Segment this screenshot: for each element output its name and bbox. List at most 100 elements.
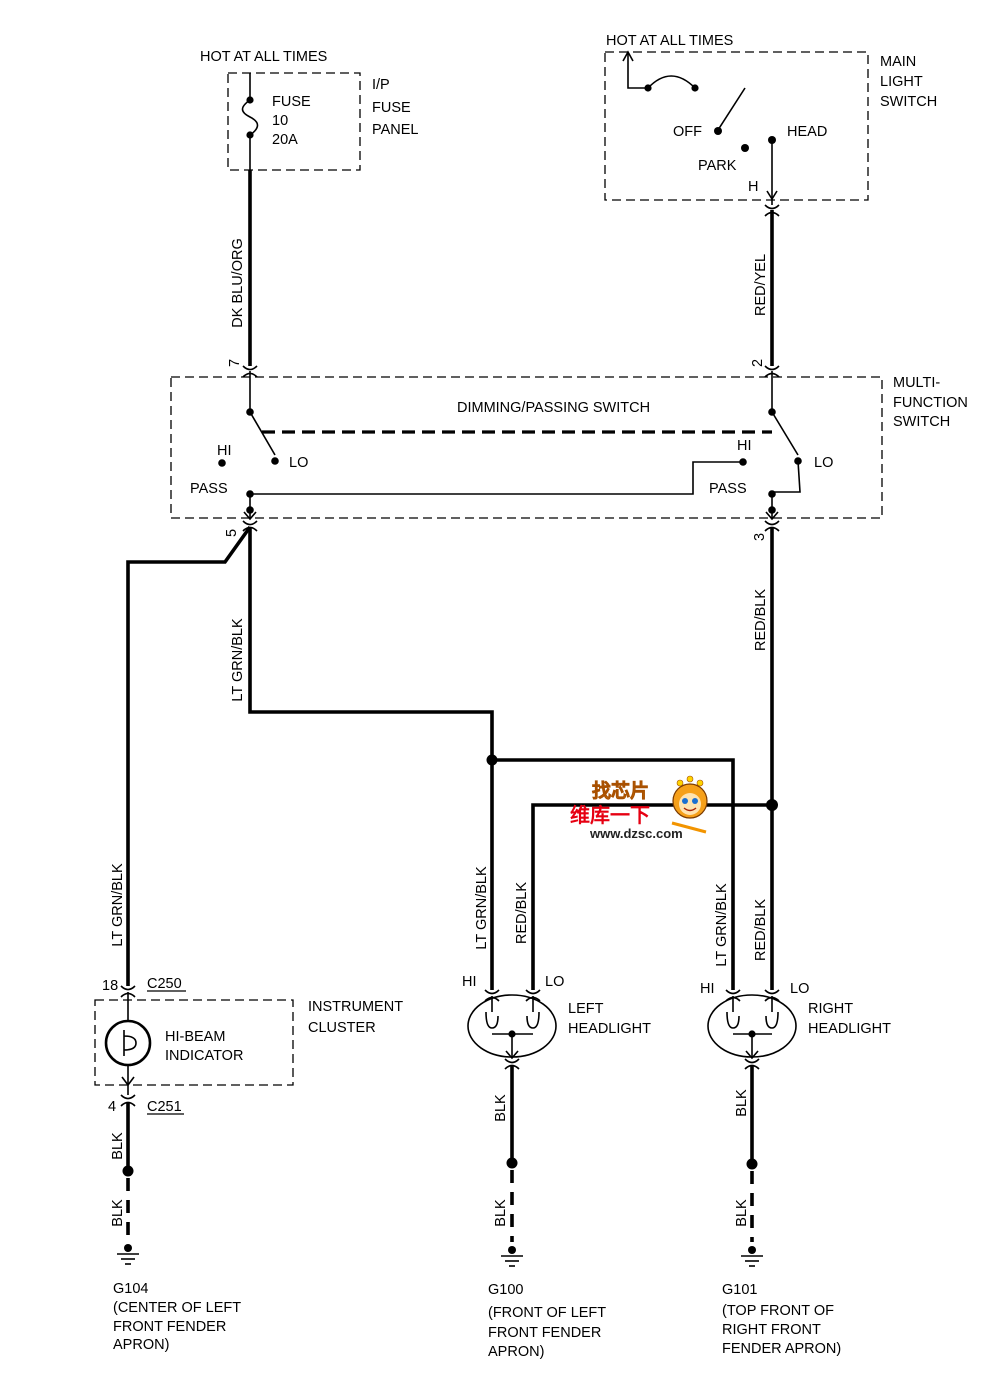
connector-3-arrow-icon (765, 511, 779, 521)
breaker-terminal-right (691, 84, 699, 92)
ground-location-line-2: RIGHT FRONT (722, 1322, 821, 1338)
wire-label-left-hi: LT GRN/BLK (474, 866, 490, 950)
beam-wiring: LT GRN/BLK RED/BLK LT GRN/BLK LT GRN/BLK… (110, 525, 778, 990)
ground-location-line-1: (FRONT OF LEFT (488, 1305, 606, 1321)
mascot-crown-icon (686, 775, 694, 783)
fuse-panel-name-line-1: I/P (372, 77, 390, 93)
fuse-panel-name-line-2: FUSE (372, 100, 411, 116)
mfs-right-hi-label: HI (737, 438, 752, 454)
splice-g101 (746, 1158, 758, 1170)
cluster-name-line-2: CLUSTER (308, 1020, 376, 1036)
main-switch-supply-line (627, 53, 648, 89)
instrument-cluster-box (94, 999, 294, 1086)
mfs-right-arm (771, 411, 799, 456)
mascot-smile-icon (683, 807, 697, 812)
mfs-name-line-2: FUNCTION (893, 395, 968, 411)
right-hi-filament-icon (726, 996, 740, 1029)
pin-label-18: 18 (102, 978, 118, 994)
right-headlight: HI LO RIGHT HEADLIGHT (700, 981, 891, 1070)
watermark-url: www.dzsc.com (589, 826, 683, 841)
wire-label-lo-beam-out: RED/BLK (753, 589, 769, 651)
wire-hi-beam-main (248, 527, 494, 990)
left-headlight-name-line-1: LEFT (568, 1001, 604, 1017)
fuse-supply-label: HOT AT ALL TIMES (200, 49, 327, 65)
switch-position-head: HEAD (787, 124, 827, 140)
main-switch-name-line-2: LIGHT (880, 74, 923, 90)
left-headlight-name-line-2: HEADLIGHT (568, 1021, 651, 1037)
ground-g104: BLK BLK G104 (CENTER OF LEFT FRONT FENDE… (110, 1102, 241, 1353)
hi-beam-indicator-bulb-icon (104, 1019, 152, 1067)
mfs-left-lo-label: LO (289, 455, 308, 471)
wire-label-cluster-feed: LT GRN/BLK (110, 863, 126, 947)
ground-icon (124, 1244, 132, 1252)
mfs-left-pass-label: PASS (190, 481, 228, 497)
supply-arrow-icon (622, 50, 634, 62)
mfs-right-pass-label: PASS (709, 481, 747, 497)
watermark-slogan: 维库一下 (570, 803, 650, 827)
mfs-right-lo-label: LO (814, 455, 833, 471)
connector-label-c251: C251 (147, 1099, 182, 1115)
left-headlight: HI LO LEFT HEADLIGHT (462, 974, 651, 1070)
circuit-breaker-element (647, 75, 696, 89)
main-light-switch: HOT AT ALL TIMES MAIN LIGHT SWITCH OFF H… (604, 33, 937, 201)
watermark-logo: 找芯片 维库一下 www.dzsc.com (570, 775, 708, 841)
splice-g100 (506, 1157, 518, 1169)
wire-label-hi-beam-out: LT GRN/BLK (230, 618, 246, 702)
ground-id-g101: G101 (722, 1282, 757, 1298)
instrument-cluster: 18 C250 HI-BEAM INDICATOR INSTRUMENT CLU… (94, 976, 403, 1115)
ground-icon (748, 1246, 756, 1254)
connector-2-socket (764, 365, 780, 371)
right-headlight-arrow-icon (745, 1050, 759, 1060)
mfs-name-line-1: MULTI- (893, 375, 940, 391)
pin-label-2: 2 (750, 359, 766, 367)
ground-location-line-1: (CENTER OF LEFT (113, 1300, 241, 1316)
ground-location-line-3: FENDER APRON) (722, 1341, 841, 1357)
cluster-name-line-1: INSTRUMENT (308, 999, 403, 1015)
right-hi-connector-socket (725, 989, 741, 995)
connector-label-c250: C250 (147, 976, 182, 992)
wire-label-blk: BLK (493, 1094, 509, 1122)
switch-position-off: OFF (673, 124, 702, 140)
ground-location-line-3: APRON) (113, 1337, 169, 1353)
left-headlight-arrow-icon (505, 1050, 519, 1060)
connector-3-socket (764, 520, 780, 526)
connector-5-arrow-icon (243, 511, 257, 521)
wire-label-red-yel: RED/YEL (753, 254, 769, 316)
left-ground-connector-pin (504, 1064, 520, 1070)
ground-id-g104: G104 (113, 1281, 148, 1297)
right-headlight-hi-label: HI (700, 981, 715, 997)
wire-headlamp-feed: RED/YEL 2 (750, 199, 780, 378)
wire-label-right-lo: RED/BLK (753, 899, 769, 961)
connector-3: 3 (752, 511, 780, 541)
fuse-panel-box (227, 72, 361, 171)
wire-label-blk: BLK (734, 1199, 750, 1227)
multi-function-switch-box (170, 376, 883, 519)
mfs-left-lo-contact (271, 457, 279, 465)
mascot-face-icon (679, 793, 701, 815)
connector-7-socket (242, 365, 258, 371)
wire-label-right-hi: LT GRN/BLK (714, 883, 730, 967)
wire-label-blk: BLK (110, 1132, 126, 1160)
mfs-pass-bridge-line (250, 461, 743, 495)
multi-function-switch: MULTI- FUNCTION SWITCH DIMMING/PASSING S… (170, 371, 968, 519)
switch-contact-park (741, 144, 749, 152)
indicator-name-line-1: HI-BEAM (165, 1029, 225, 1045)
mascot-pencil-icon (671, 821, 707, 834)
right-headlight-lo-label: LO (790, 981, 809, 997)
pin-label-7: 7 (227, 359, 243, 367)
fuse-panel: HOT AT ALL TIMES FUSE 10 20A I/P FUSE PA… (200, 49, 418, 171)
connector-h-socket (764, 204, 780, 210)
right-lo-connector-socket (764, 989, 780, 995)
mfs-left-hi-label: HI (217, 443, 232, 459)
left-ground-connector-socket (504, 1058, 520, 1064)
mfs-name-line-3: SWITCH (893, 414, 950, 430)
right-ground-connector-pin (744, 1064, 760, 1070)
indicator-filament-icon (123, 1030, 137, 1056)
mfs-right-hi-contact (739, 458, 747, 466)
wire-label-blk: BLK (110, 1199, 126, 1227)
left-headlight-hi-label: HI (462, 974, 477, 990)
ground-g100: BLK BLK G100 (FRONT OF LEFT FRONT FENDER… (488, 1066, 606, 1360)
mascot-crown-icon (676, 779, 684, 787)
connector-c250-socket (120, 985, 136, 991)
